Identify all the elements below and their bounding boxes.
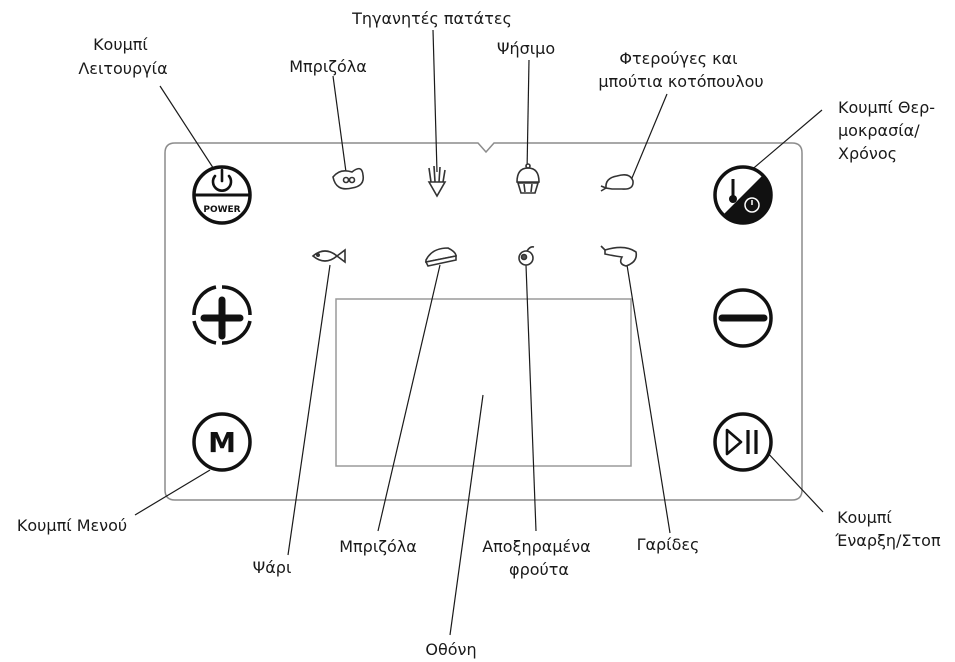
start-stop-button[interactable]: [713, 412, 773, 472]
dried-fruit-label-line1: Αποξηραμένα: [482, 537, 590, 556]
cupcake-icon[interactable]: [516, 163, 540, 194]
power-button-label-line2: Λειτουργία: [78, 59, 167, 78]
steak-top-label: Μπριζόλα: [289, 57, 367, 76]
shrimp-icon[interactable]: [600, 245, 638, 267]
temp-time-label: Κουμπί Θερ- μοκρασία/ Χρόνος: [838, 98, 940, 163]
leader-lines: [134, 29, 824, 636]
fish-label: Ψάρι: [253, 558, 292, 577]
steak-icon[interactable]: [424, 247, 457, 267]
menu-button-label: Κουμπί Μενού: [17, 516, 127, 535]
shrimp-label: Γαρίδες: [637, 535, 700, 554]
display-screen: [335, 298, 632, 467]
start-stop-label-line2: Έναρξη/Στοπ: [834, 531, 941, 550]
bake-label: Ψήσιμο: [497, 39, 555, 58]
fries-icon[interactable]: [427, 165, 447, 198]
temp-time-label-line2: μοκρασία/: [838, 121, 920, 140]
wings-label-line1: Φτερούγες και: [619, 49, 737, 68]
temp-time-label-line3: Χρόνος: [838, 144, 897, 163]
power-button-label-line1: Κουμπί: [93, 35, 148, 54]
dried-fruit-label: Αποξηραμένα φρούτα: [482, 537, 596, 579]
drumstick-icon[interactable]: [600, 174, 634, 192]
steak-bottom-label: Μπριζόλα: [339, 537, 417, 556]
fish-icon[interactable]: [311, 248, 346, 264]
power-label: POWER: [203, 205, 240, 215]
power-icon: [211, 168, 233, 192]
plus-icon: [200, 296, 244, 340]
menu-icon: M: [208, 426, 236, 459]
panel-outline: [164, 142, 803, 501]
wings-label: Φτερούγες και μπούτια κοτόπουλου: [598, 49, 763, 91]
play-pause-icon: [725, 428, 758, 456]
menu-button[interactable]: M: [192, 412, 252, 472]
start-stop-label: Κουμπί Έναρξη/Στοπ: [834, 508, 941, 550]
power-button[interactable]: POWER: [192, 165, 252, 225]
temp-time-button[interactable]: [713, 165, 773, 225]
wings-label-line2: μπούτια κοτόπουλου: [598, 72, 763, 91]
temp-time-label-line1: Κουμπί Θερ-: [838, 98, 935, 117]
plus-button[interactable]: [192, 285, 252, 345]
power-button-label: Κουμπί Λειτουργία: [78, 35, 167, 78]
minus-button[interactable]: [713, 288, 773, 348]
labels: Κουμπί Λειτουργία Μπριζόλα Τηγανητές πατ…: [17, 9, 941, 659]
fries-label: Τηγανητές πατάτες: [351, 9, 512, 28]
dried-fruit-label-line2: φρούτα: [509, 560, 569, 579]
fruit-icon[interactable]: [518, 246, 535, 266]
start-stop-label-line1: Κουμπί: [837, 508, 892, 527]
thermometer-timer-icon: [729, 179, 760, 213]
steak-icon[interactable]: [332, 167, 365, 190]
display-label: Οθόνη: [425, 640, 476, 659]
